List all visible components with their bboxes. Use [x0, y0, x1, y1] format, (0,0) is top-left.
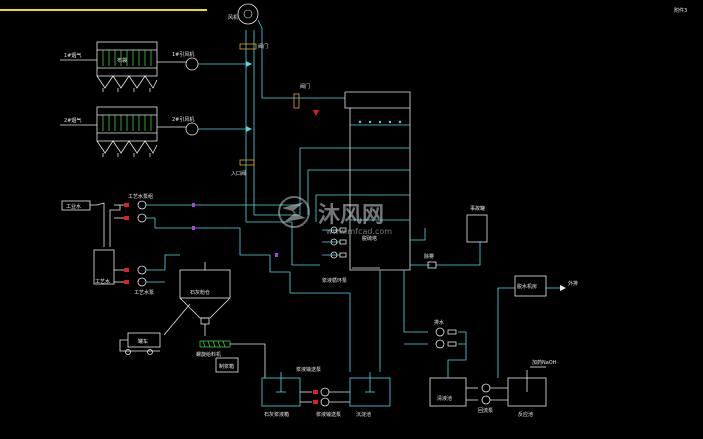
aux-tank-label: 事故罐: [470, 205, 485, 212]
circulation-pumps: [330, 226, 347, 259]
water-supply-piping: [90, 202, 121, 285]
bag-filter-2-bags: [102, 115, 152, 131]
desulfurization-tower: [344, 91, 411, 271]
pump-group-2-label: 工艺水泵: [134, 289, 154, 296]
slurry-pump-valves: [313, 390, 318, 404]
top-fan-label: 风机: [228, 14, 238, 21]
slurry-tank-small-label: 制浆箱: [219, 363, 234, 370]
mist-pump-icon: [427, 261, 437, 269]
truck-icon: [119, 332, 161, 355]
lime-silo-label: 石灰粉仓: [190, 289, 210, 296]
pump-a-label: 排水: [434, 319, 444, 326]
truck-feed-line: [163, 303, 191, 336]
dewater-box: [514, 275, 547, 297]
fan-1-label: 1#引风机: [172, 51, 194, 58]
sedimentation-tank: [349, 372, 391, 407]
recirculation-piping: [291, 147, 426, 266]
process-water-label: 工艺水: [95, 278, 110, 285]
reaction-tank: [507, 370, 547, 407]
fan-2-icon: [185, 122, 199, 136]
top-fan-hub-icon: [243, 9, 253, 19]
screw-feeder-label: 螺旋给料机: [196, 351, 221, 358]
main-duct: [245, 19, 345, 223]
bag-filter-2: [96, 106, 158, 157]
slurry-pump-top-label: 浆液输送泵: [296, 366, 321, 373]
tower-spray-layers: [350, 124, 410, 269]
damper-mid-label: 阀门: [300, 83, 310, 90]
slurry-tank: [261, 372, 301, 407]
arrow-icon: [246, 61, 252, 67]
circ-pump-label: 浆液循环泵: [322, 277, 347, 284]
water-pumps: [114, 200, 147, 287]
top-fan-icon: [237, 3, 259, 25]
reaction-tank-label: 反应池: [518, 411, 533, 418]
mist-piping: [410, 242, 481, 266]
naoh-label: 加药NaOH: [532, 359, 557, 366]
fan-2-label: 2#引风机: [172, 116, 194, 123]
damper-mid-icon: [293, 93, 300, 109]
screw-feeder: [199, 340, 231, 348]
tower-label: 脱硫塔: [362, 235, 377, 242]
return-pumps: [466, 383, 508, 405]
watermark-text: 沐风网: [318, 203, 384, 228]
aux-tank-icon: [466, 214, 488, 243]
junction-markers: [192, 203, 278, 257]
feeder-to-tank: [230, 343, 266, 378]
red-valve-icon: [313, 110, 319, 116]
damper-low-icon: [239, 159, 255, 166]
process-water-lines: [146, 204, 300, 293]
truck-label: 罐车: [138, 338, 148, 345]
bag-filter-1-bags: [102, 50, 152, 66]
slurry-pump-label: 浆液输送泵: [316, 411, 341, 418]
water-tank-sign: [61, 200, 91, 211]
watermark-logo-icon: [278, 196, 310, 228]
damper-low-label: 入口阀: [231, 170, 246, 177]
water-tank-label: 工业水: [66, 203, 81, 210]
lime-silo: [179, 269, 231, 336]
dewater-label: 脱水机房: [517, 283, 537, 290]
return-pump-label: 回流泵: [478, 407, 493, 414]
clear-tank-label: 清液池: [437, 395, 452, 402]
damper-top-label: 阀门: [258, 43, 268, 50]
spray-nozzles: [358, 120, 402, 124]
inlet-1-label: 1#烟气: [64, 52, 81, 59]
slurry-pumps: [300, 387, 350, 407]
watermark: 沐风网 www.mfcad.com: [278, 196, 392, 236]
water-valves: [124, 203, 129, 284]
slurry-tank-small: [215, 357, 239, 373]
tower-discharge-piping: [290, 270, 560, 378]
bag-filter-1: [96, 41, 158, 92]
inlet-2-label: 2#烟气: [64, 117, 81, 124]
watermark-url: www.mfcad.com: [326, 227, 392, 236]
outlet-arrow-icon: [560, 285, 566, 291]
arrow-icon: [246, 126, 252, 132]
fan-1-icon: [185, 57, 199, 71]
pump-group-1-label: 工艺水泵组: [128, 193, 153, 200]
mist-label: 除雾: [424, 253, 434, 260]
slurry-tank-label: 石灰浆液箱: [264, 411, 289, 418]
sheet-label: 附件3: [674, 7, 687, 14]
outlet-label: 外排: [568, 280, 578, 287]
sedim-tank-label: 沉淀池: [356, 411, 371, 418]
damper-top-icon: [239, 43, 257, 50]
discharge-pumps: [435, 327, 457, 349]
bagfilter-1-label: 布袋: [117, 57, 127, 64]
